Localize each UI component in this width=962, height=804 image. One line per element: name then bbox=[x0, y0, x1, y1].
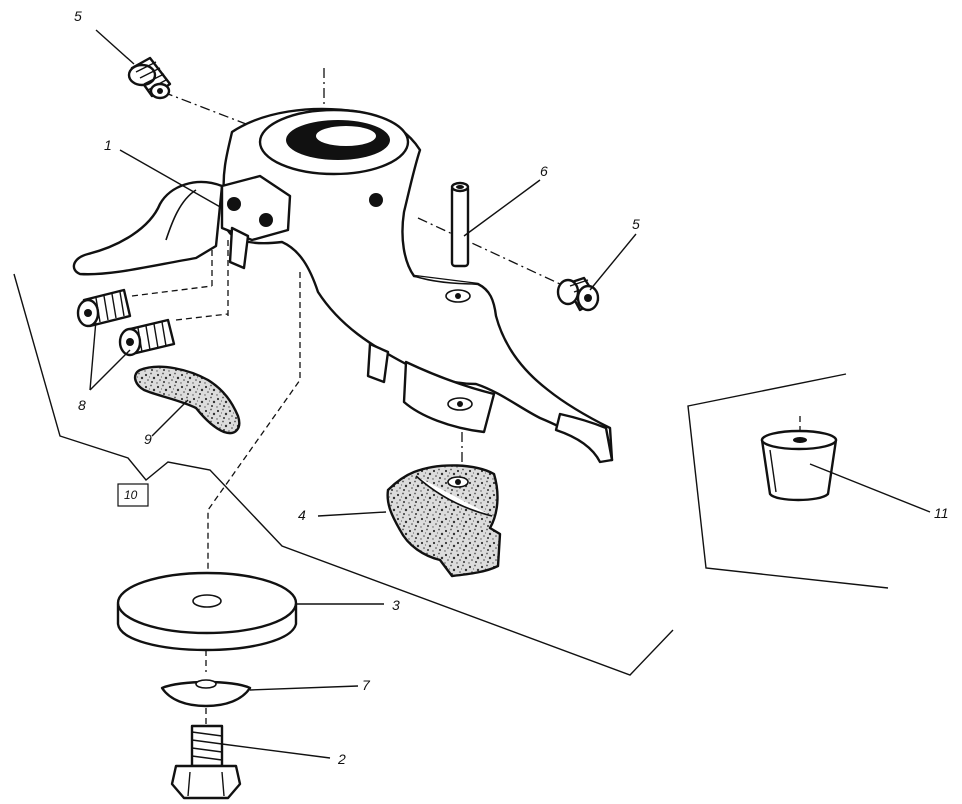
assembly-axes bbox=[131, 68, 801, 728]
part-5-set-screw-right bbox=[556, 276, 600, 312]
callout-4: 4 bbox=[298, 507, 306, 523]
part-7-cup-washer bbox=[160, 679, 252, 708]
part-5-set-screw-left bbox=[127, 56, 172, 100]
part-6-pin bbox=[450, 181, 470, 268]
callout-2: 2 bbox=[337, 751, 346, 767]
callout-5-top-left: 5 bbox=[74, 8, 82, 24]
callout-8: 8 bbox=[78, 397, 86, 413]
part-2-bolt bbox=[170, 724, 242, 800]
part-4-foam-bumper bbox=[386, 464, 502, 578]
callout-7: 7 bbox=[362, 677, 371, 693]
callout-5-right: 5 bbox=[632, 216, 640, 232]
part-11-rubber-tip bbox=[760, 429, 838, 502]
part-8-set-screws bbox=[76, 288, 176, 357]
group-bracket-11 bbox=[687, 373, 889, 589]
callout-9: 9 bbox=[144, 431, 152, 447]
group-bracket-10 bbox=[13, 273, 674, 676]
callout-10: 10 bbox=[124, 488, 138, 502]
callouts: 1 5 5 6 8 9 4 3 7 2 11 10 bbox=[74, 8, 949, 767]
part-1-main-casting bbox=[72, 107, 614, 464]
callout-11: 11 bbox=[934, 505, 949, 521]
callout-6: 6 bbox=[540, 163, 548, 179]
callout-3: 3 bbox=[392, 597, 400, 613]
leader-lines bbox=[89, 29, 931, 759]
part-3-washer bbox=[116, 571, 298, 652]
callout-1: 1 bbox=[104, 137, 112, 153]
callout-10-box bbox=[117, 483, 149, 507]
